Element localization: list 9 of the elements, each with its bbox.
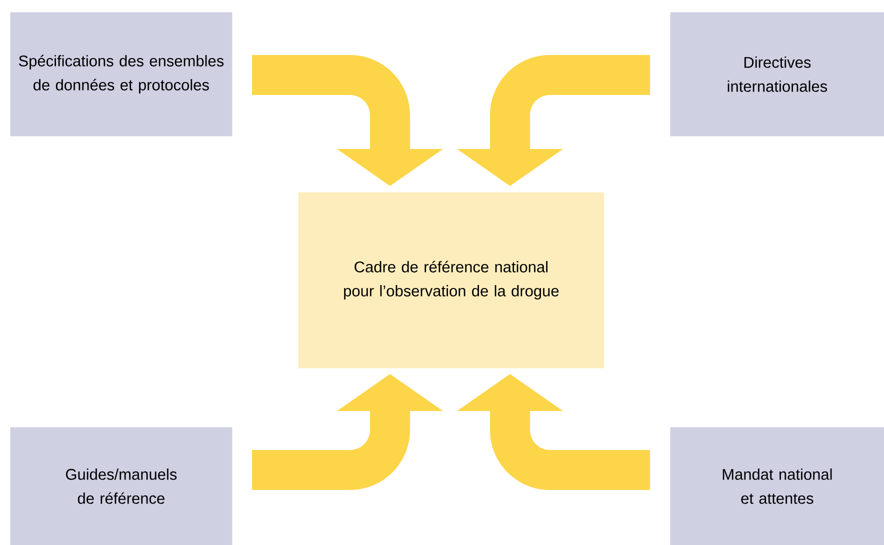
center-box: Cadre de référence national pour l’observation de la drogue: [298, 192, 604, 368]
arrow: [252, 374, 443, 490]
source-box: Guides/manuels de référence: [10, 427, 232, 545]
source-box: Spécifications des ensembles de données et protocoles: [10, 12, 232, 136]
source-box: Mandat national et attentes: [670, 427, 884, 545]
source-box: Directives internationales: [670, 12, 884, 136]
arrow: [457, 55, 650, 186]
arrow: [457, 374, 650, 490]
arrow: [252, 55, 443, 186]
